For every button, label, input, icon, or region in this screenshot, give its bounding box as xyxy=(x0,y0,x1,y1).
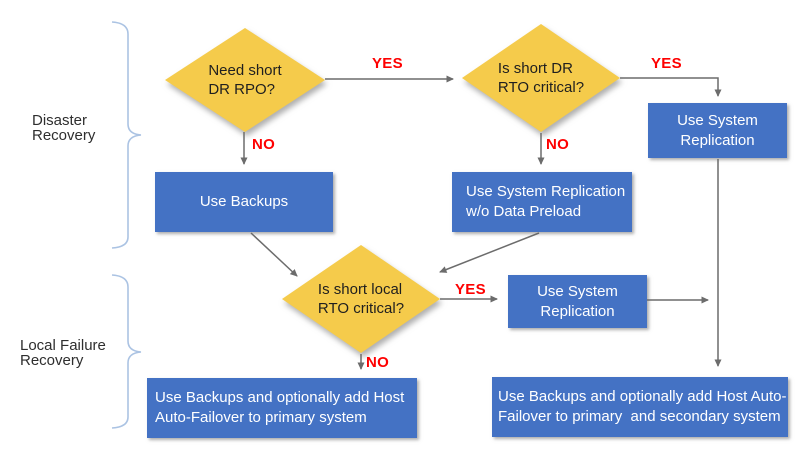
decision-text-line: RTO critical? xyxy=(497,79,585,96)
action-text-line: w/o Data Preload xyxy=(466,203,582,220)
brace-disaster-recovery xyxy=(111,21,142,249)
edge-label-yes-dr-rpo: YES xyxy=(372,55,403,72)
decision-need-short-dr-rpo: Need short DR RPO? xyxy=(165,28,325,132)
edge-label-yes-local-rto: YES xyxy=(455,281,486,298)
action-text-line: Use Backups xyxy=(199,193,289,210)
decision-short-dr-rto-critical: Is short DR RTO critical? xyxy=(462,24,620,132)
section-label-line: Recovery xyxy=(20,352,84,369)
section-label-line: Disaster xyxy=(32,112,88,129)
brace-local-failure-recovery xyxy=(111,274,142,429)
action-text-line: Use Backups and optionally add Host xyxy=(155,389,405,406)
action-use-backups: Use Backups xyxy=(155,172,333,232)
section-label-disaster-recovery: Disaster Recovery xyxy=(32,113,95,143)
action-text-line: Use System xyxy=(537,282,618,300)
action-backups-failover-primary: Use Backups and optionally add Host Auto… xyxy=(147,378,417,438)
section-label-local-failure-recovery: Local Failure Recovery xyxy=(20,338,106,368)
action-backups-failover-secondary: Use Backups and optionally add Host Auto… xyxy=(492,377,788,437)
action-text-line: Use System Replication xyxy=(466,183,626,200)
action-use-system-replication-top: Use System Replication xyxy=(648,103,787,158)
decision-text-line: Need short xyxy=(208,62,282,79)
action-text-line: Auto-Failover to primary system xyxy=(155,409,367,426)
edge-label-no-dr-rto: NO xyxy=(546,136,570,153)
decision-short-local-rto-critical: Is short local RTO critical? xyxy=(282,245,440,353)
action-text-line: Replication xyxy=(540,302,615,320)
section-label-line: Local Failure xyxy=(20,337,106,354)
decision-text-line: RTO critical? xyxy=(317,300,405,317)
edge-label-yes-dr-rto: YES xyxy=(651,55,682,72)
action-use-system-replication-middle: Use System Replication xyxy=(508,275,647,328)
action-text-line: Use System xyxy=(677,111,758,129)
action-sr-wo-data-preload: Use System Replication w/o Data Preload xyxy=(452,172,632,232)
action-text-line: Use Backups and optionally add Host Auto… xyxy=(498,388,787,405)
action-text-line: Failover to primary and secondary system xyxy=(498,408,781,425)
edge-preload-to-local-rto-line xyxy=(439,232,540,273)
edge-label-no-local-rto: NO xyxy=(366,354,390,371)
edge-yes-dr-rto-line xyxy=(620,77,722,97)
section-label-line: Recovery xyxy=(32,127,96,144)
decision-text-line: Is short local xyxy=(317,281,403,298)
decision-text-line: Is short DR xyxy=(497,60,573,77)
edge-label-no-dr-rpo: NO xyxy=(252,136,276,153)
decision-text-line: DR RPO? xyxy=(208,81,275,98)
action-text-line: Replication xyxy=(680,131,755,149)
edge-backups-to-local-rto-line xyxy=(250,232,298,277)
